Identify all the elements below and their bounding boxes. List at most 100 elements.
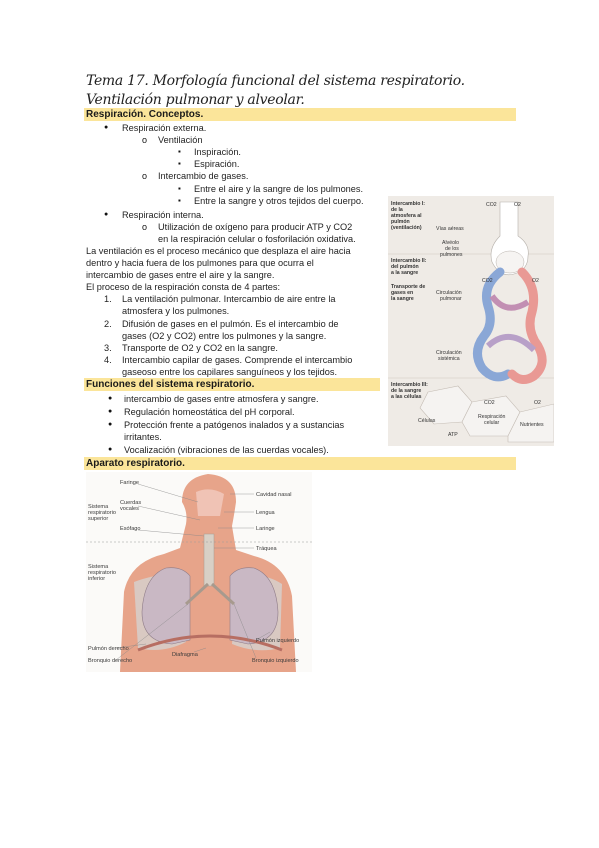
label-o2: O2 bbox=[532, 278, 539, 284]
list-item-continued: irritantes. bbox=[124, 432, 162, 442]
paragraph-line: El proceso de la respiración consta de 4… bbox=[86, 282, 281, 292]
label-cavidad-nasal: Cavidad nasal bbox=[256, 492, 291, 498]
label-transporte: la sangre bbox=[391, 296, 414, 302]
bullet-disc: ● bbox=[104, 124, 109, 131]
bullet-square: ▪ bbox=[178, 184, 181, 193]
label-circulacion-sistemica: Circulación bbox=[436, 350, 462, 356]
label-intercambio-1: Intercambio I: bbox=[391, 201, 425, 207]
label-intercambio-3: a las células bbox=[391, 394, 422, 400]
label-intercambio-1: pulmón bbox=[391, 219, 410, 225]
respiratory-anatomy-diagram: Faringe Cuerdas vocales Esófago Sistema … bbox=[86, 472, 312, 672]
bullet-disc: ● bbox=[104, 211, 109, 218]
bullet-square: ▪ bbox=[178, 196, 181, 205]
label-respiracion-celular: celular bbox=[484, 420, 500, 426]
label-intercambio-1: (ventilación) bbox=[391, 225, 422, 231]
label-intercambio-3: de la sangre bbox=[391, 388, 421, 394]
label-nutrientes: Nutrientes bbox=[520, 422, 544, 428]
label-co2: CO2 bbox=[484, 400, 495, 406]
numbered-item-continued: gases (O2 y CO2) entre los pulmones y la… bbox=[122, 331, 327, 341]
label-cuerdas-vocales: vocales bbox=[120, 506, 139, 512]
label-sistema-superior: respiratorio bbox=[88, 510, 116, 516]
label-circulacion-pulmonar: Circulación bbox=[436, 290, 462, 296]
label-intercambio-3: Intercambio III: bbox=[391, 382, 428, 388]
numbered-item: La ventilación pulmonar. Intercambio de … bbox=[122, 294, 336, 304]
number-label: 1. bbox=[104, 294, 112, 304]
paragraph-line: dentro y hacia fuera de los pulmones par… bbox=[86, 258, 314, 268]
list-item: Protección frente a patógenos inalados y… bbox=[124, 420, 345, 430]
label-faringe: Faringe bbox=[120, 480, 139, 486]
list-item: Entre la sangre y otros tejidos del cuer… bbox=[194, 196, 364, 206]
list-item: Ventilación bbox=[158, 135, 203, 145]
list-item: intercambio de gases entre atmosfera y s… bbox=[124, 394, 319, 404]
label-intercambio-2: a la sangre bbox=[391, 270, 418, 276]
label-esofago: Esófago bbox=[120, 526, 141, 532]
section-heading-aparato: Aparato respiratorio. bbox=[84, 457, 516, 470]
label-vias-aereas: Vías aéreas bbox=[436, 226, 464, 232]
number-label: 2. bbox=[104, 319, 112, 329]
label-alveolo: pulmones bbox=[440, 252, 463, 258]
label-laringe: Laringe bbox=[256, 526, 275, 532]
label-bronquio-izquierdo: Bronquio izquierdo bbox=[252, 658, 299, 664]
numbered-item: Difusión de gases en el pulmón. Es el in… bbox=[122, 319, 339, 329]
bullet-square: ▪ bbox=[178, 159, 181, 168]
label-co2: CO2 bbox=[482, 278, 493, 284]
label-intercambio-2: Intercambio II: bbox=[391, 258, 427, 264]
label-transporte: gases en bbox=[391, 290, 413, 296]
label-sistema-inferior: respiratorio bbox=[88, 570, 116, 576]
label-alveolo: Alvéolo bbox=[442, 240, 459, 246]
bullet-disc: ● bbox=[108, 395, 113, 402]
numbered-item: Intercambio capilar de gases. Comprende … bbox=[122, 355, 353, 365]
label-respiracion-celular: Respiración bbox=[478, 414, 506, 420]
list-item: Espiración. bbox=[194, 159, 240, 169]
paragraph-line: La ventilación es el proceso mecánico qu… bbox=[86, 246, 351, 256]
section-heading-funciones: Funciones del sistema respiratorio. bbox=[84, 378, 380, 391]
label-alveolo: de los bbox=[445, 246, 459, 252]
label-o2: O2 bbox=[514, 202, 521, 208]
list-item: Vocalización (vibraciones de las cuerdas… bbox=[124, 445, 329, 455]
bullet-disc: ● bbox=[108, 408, 113, 415]
list-item: Utilización de oxígeno para producir ATP… bbox=[158, 222, 353, 232]
list-item: Respiración interna. bbox=[122, 210, 204, 220]
label-traquea: Tráquea bbox=[256, 546, 278, 552]
list-item: Inspiración. bbox=[194, 147, 241, 157]
page-title: Tema 17. Morfología funcional del sistem… bbox=[86, 73, 465, 89]
respiration-diagram: Intercambio I: de la atmosfera al pulmón… bbox=[388, 196, 554, 446]
list-item: Regulación homeostática del pH corporal. bbox=[124, 407, 295, 417]
label-co2: CO2 bbox=[486, 202, 497, 208]
label-bronquio-derecho: Bronquio derecho bbox=[88, 658, 132, 664]
label-o2: O2 bbox=[534, 400, 541, 406]
page-subtitle: Ventilación pulmonar y alveolar. bbox=[86, 92, 305, 108]
label-celulas: Células bbox=[418, 418, 436, 424]
label-atp: ATP bbox=[448, 432, 458, 438]
label-sistema-inferior: inferior bbox=[88, 576, 105, 582]
label-circulacion-sistemica: sistémica bbox=[438, 356, 460, 362]
list-item: Intercambio de gases. bbox=[158, 171, 249, 181]
number-label: 3. bbox=[104, 343, 112, 353]
section-heading-conceptos: Respiración. Conceptos. bbox=[84, 108, 516, 121]
label-intercambio-1: atmosfera al bbox=[391, 213, 422, 219]
list-item-continued: en la respiración celular o fosforilació… bbox=[158, 234, 356, 244]
bullet-circle: o bbox=[142, 171, 148, 181]
label-transporte: Transporte de bbox=[391, 284, 425, 290]
bullet-circle: o bbox=[142, 135, 148, 145]
label-sistema-inferior: Sistema bbox=[88, 564, 109, 570]
label-intercambio-1: de la bbox=[391, 207, 403, 213]
number-label: 4. bbox=[104, 355, 112, 365]
numbered-item-continued: gaseoso entre los capilares sanguíneos y… bbox=[122, 367, 338, 377]
bullet-disc: ● bbox=[108, 446, 113, 453]
label-pulmon-izquierdo: Pulmón izquierdo bbox=[256, 638, 299, 644]
label-intercambio-2: del pulmón bbox=[391, 264, 419, 270]
label-cuerdas-vocales: Cuerdas bbox=[120, 500, 141, 506]
label-lengua: Lengua bbox=[256, 510, 276, 516]
bullet-circle: o bbox=[142, 222, 148, 232]
bullet-disc: ● bbox=[108, 421, 113, 428]
label-diafragma: Diafragma bbox=[172, 652, 199, 658]
label-sistema-superior: superior bbox=[88, 516, 108, 522]
label-sistema-superior: Sistema bbox=[88, 504, 109, 510]
numbered-item: Transporte de O2 y CO2 en la sangre. bbox=[122, 343, 278, 353]
label-pulmon-derecho: Pulmón derecho bbox=[88, 646, 129, 652]
label-circulacion-pulmonar: pulmonar bbox=[440, 296, 462, 302]
paragraph-line: intercambio de gases entre el aire y la … bbox=[86, 270, 275, 280]
numbered-item-continued: atmosfera y los pulmones. bbox=[122, 306, 230, 316]
